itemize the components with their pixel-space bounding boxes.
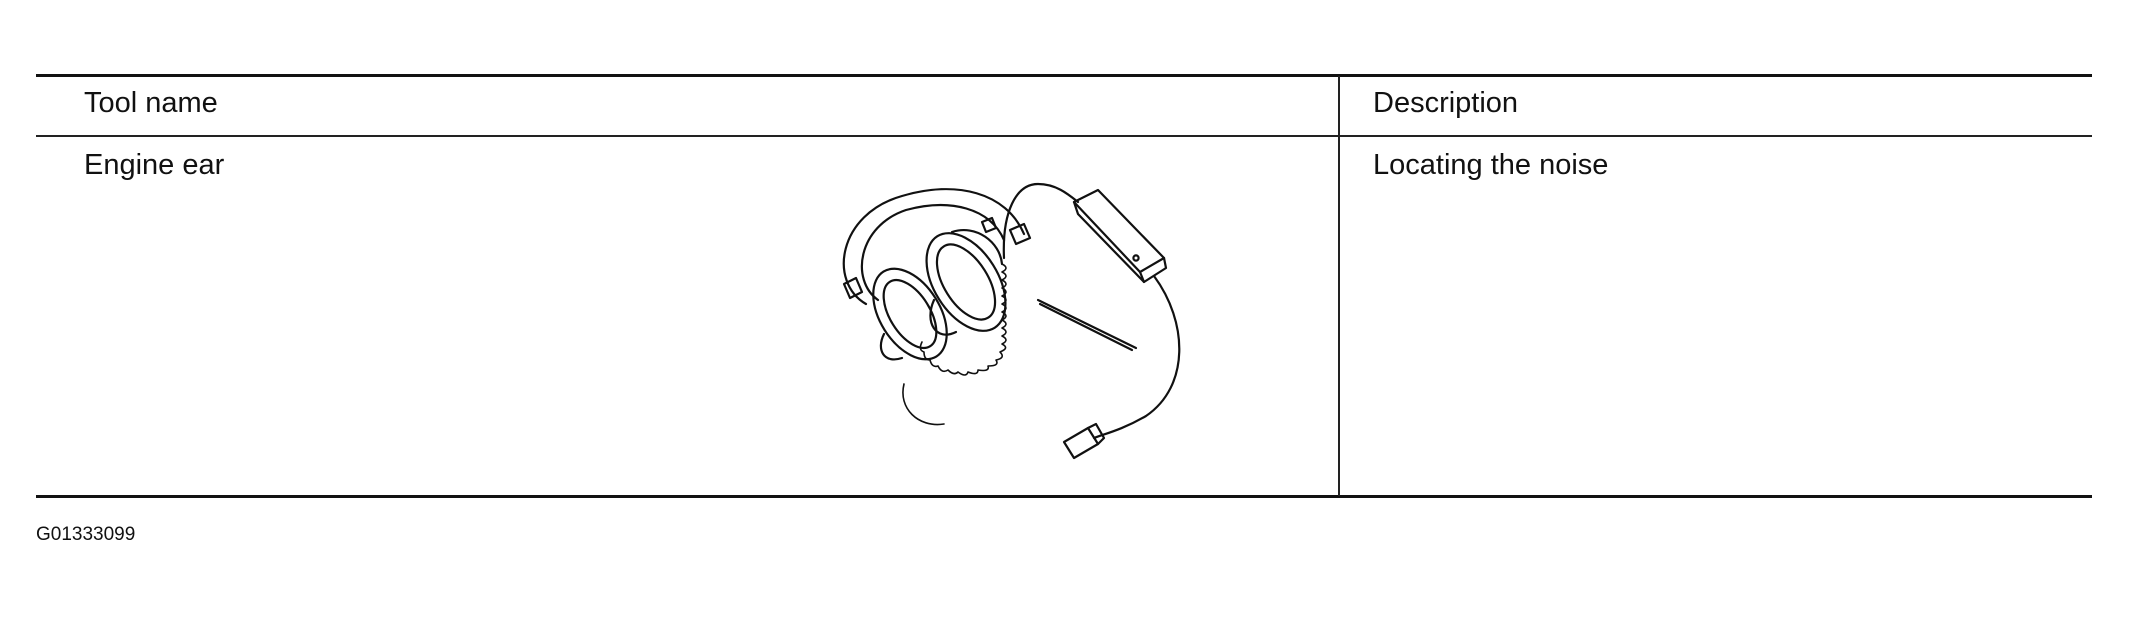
tool-table: Tool name Description Engine ear Locatin… [36,74,2092,498]
row-tool-name: Engine ear [84,149,225,181]
row-description: Locating the noise [1373,149,1609,181]
header-description: Description [1373,87,1519,119]
table-header-rule [36,135,2092,137]
table-column-divider [1338,76,1340,496]
figure-code: G01333099 [36,524,136,545]
table-bottom-rule [36,495,2092,498]
table-top-rule [36,74,2092,77]
header-tool-name: Tool name [84,87,218,119]
engine-ear-headphones-icon [842,182,1181,460]
